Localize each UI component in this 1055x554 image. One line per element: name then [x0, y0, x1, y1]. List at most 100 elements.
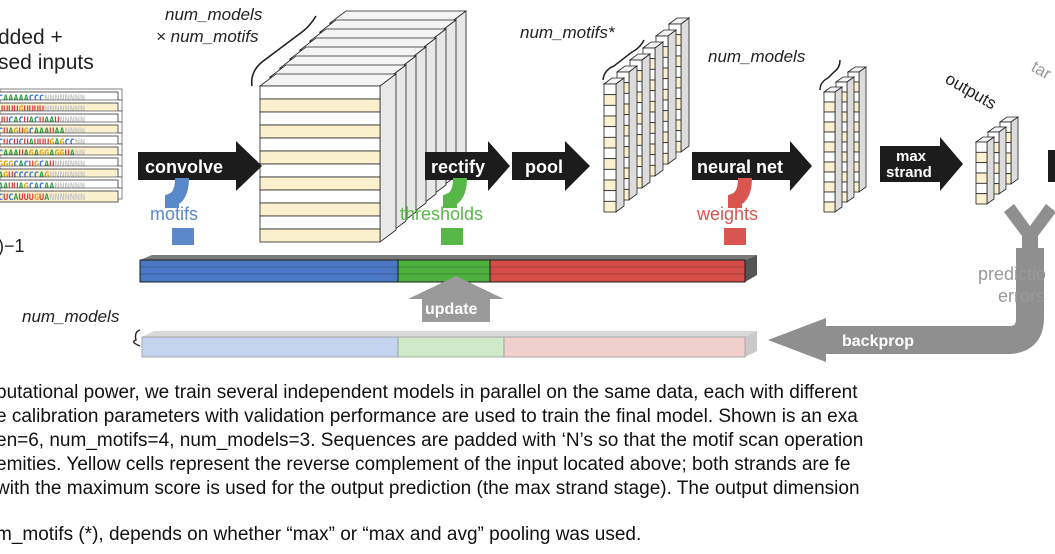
conv-slab-cell — [259, 228, 381, 243]
conv-brace — [250, 15, 317, 87]
convolve-label: convolve — [145, 157, 223, 177]
nn-column-side — [858, 66, 867, 193]
sequence-text: CUAGUGCAAAUAANNNN — [0, 127, 85, 137]
output-column-cell — [975, 151, 988, 164]
pool-column-side — [615, 77, 625, 213]
gradient-bar — [141, 331, 757, 358]
num-models-label-right: num_models — [708, 47, 806, 66]
pool-column-side — [667, 29, 677, 165]
nn-column-cell — [823, 141, 836, 153]
pool-column-side — [628, 65, 638, 201]
output-column-cell — [975, 172, 988, 184]
thresholds-param — [441, 228, 463, 245]
caption-line-6: m_motifs (*), depends on whether “max” o… — [0, 524, 642, 545]
diagram-figure: dded + sed inputs CAAAAACCCNNNNNNNNUUUUG… — [0, 5, 1055, 362]
pool-column-cell — [603, 179, 617, 192]
sequence-text: CUCUCUAUUUGAGCCNN — [0, 138, 85, 148]
caption-line-3: en=6, num_motifs=4, num_models=3. Sequen… — [0, 430, 864, 451]
conv-slab-cell — [259, 189, 381, 204]
prediction-errors-label-2: errors — [998, 286, 1045, 306]
num-motifs-label-top: × num_motifs — [156, 27, 259, 46]
neural-net-label: neural net — [697, 157, 783, 177]
output-column-side — [986, 136, 995, 205]
pool-column-cell — [603, 147, 617, 160]
output-column-cell — [975, 182, 988, 195]
neural-net-output-block — [822, 66, 868, 213]
max-strand-arrow: max strand — [880, 137, 963, 191]
bottom-brace — [133, 329, 141, 347]
sequence-text: AGUCCCCCAGNNNNNNN — [0, 171, 85, 181]
pool-column-side — [680, 17, 690, 153]
max-strand-label-1: max — [896, 148, 927, 165]
caption-line-5: with the maximum score is used for the o… — [0, 478, 860, 499]
weights-connector — [728, 177, 752, 208]
backprop-label: backprop — [842, 333, 914, 350]
pool-arrow: pool — [512, 141, 590, 191]
output-column-cell — [975, 193, 988, 205]
motifs-connector — [165, 177, 189, 208]
output-column-cell — [975, 162, 988, 174]
sequence-text: GGGCACUGCAUNNNNNN — [0, 160, 85, 170]
pool-column-cell — [603, 115, 617, 128]
prediction-errors-merge — [1004, 204, 1055, 252]
nn-column-cell — [823, 171, 836, 183]
nn-column-cell — [823, 91, 836, 103]
motifs-label: motifs — [150, 204, 198, 224]
pool-column-cell — [603, 168, 617, 181]
caption-line-2: e calibration parameters with validation… — [0, 406, 858, 427]
conv-slab-top — [258, 73, 398, 87]
sequence-length-label: )−1 — [0, 236, 25, 256]
motifs-param — [172, 228, 194, 245]
num-models-label-top: num_models — [165, 5, 263, 24]
sequence-text: AAUUAGCACAANNNNNN — [0, 182, 85, 192]
pool-column-cell — [603, 126, 617, 138]
backprop-arrow: backprop — [768, 248, 1044, 362]
output-column-side — [998, 126, 1007, 195]
conv-slab-cell — [259, 202, 381, 217]
update-label: update — [425, 301, 478, 318]
pool-column-cell — [603, 83, 617, 96]
conv-slab-cell — [259, 98, 381, 113]
sequence-row — [0, 190, 119, 203]
sequence-text: CAAAUAGAGGAGGUANN — [0, 149, 85, 159]
update-arrow: update — [408, 276, 504, 322]
conv-slab-cell — [259, 137, 381, 152]
nn-column-cell — [823, 121, 836, 133]
weights-label: weights — [696, 204, 758, 224]
conv-slab-cell — [259, 111, 381, 126]
nn-column-cell — [823, 181, 836, 193]
target-arrow-stub — [1048, 150, 1055, 182]
pool-column-cell — [603, 190, 617, 202]
nn-column-side — [834, 86, 843, 213]
conv-slab-side — [379, 73, 397, 243]
conv-slab-cell — [259, 124, 381, 139]
conv-slab-cell — [259, 85, 381, 100]
nn-column-cell — [823, 201, 836, 213]
pool-column-cell — [603, 94, 617, 106]
pool-column-cell — [603, 200, 617, 213]
neural-net-arrow: neural net — [692, 141, 812, 191]
conv-slab-cell — [259, 163, 381, 178]
inputs-label-line2: sed inputs — [0, 51, 94, 74]
thresholds-connector — [443, 177, 467, 208]
outputs-block — [974, 116, 1020, 205]
pool-column-cell — [603, 136, 617, 149]
conv-slab-cell — [259, 176, 381, 191]
sequence-text: UUUUGUUUUNNNNNNNN — [0, 105, 85, 115]
nn-column-cell — [823, 191, 836, 203]
nn-brace — [819, 59, 841, 91]
conv-slab-cell — [259, 150, 381, 165]
targets-label: tar — [1028, 57, 1055, 84]
nn-column-cell — [823, 111, 836, 123]
caption-line-4: emities. Yellow cells represent the reve… — [0, 454, 851, 475]
pool-column-cell — [603, 158, 617, 170]
thresholds-label: thresholds — [400, 204, 483, 224]
pool-column-cell — [603, 104, 617, 117]
caption-line-1: putational power, we train several indep… — [0, 382, 858, 403]
convolution-output-block — [258, 10, 468, 243]
num-models-label-bottom: num_models — [22, 307, 120, 326]
sequence-text: UUCACUACUAAUNNNNN — [0, 116, 85, 126]
convolve-arrow: convolve — [138, 141, 262, 191]
nn-column-cell — [823, 101, 836, 113]
output-column-side — [1010, 116, 1019, 185]
